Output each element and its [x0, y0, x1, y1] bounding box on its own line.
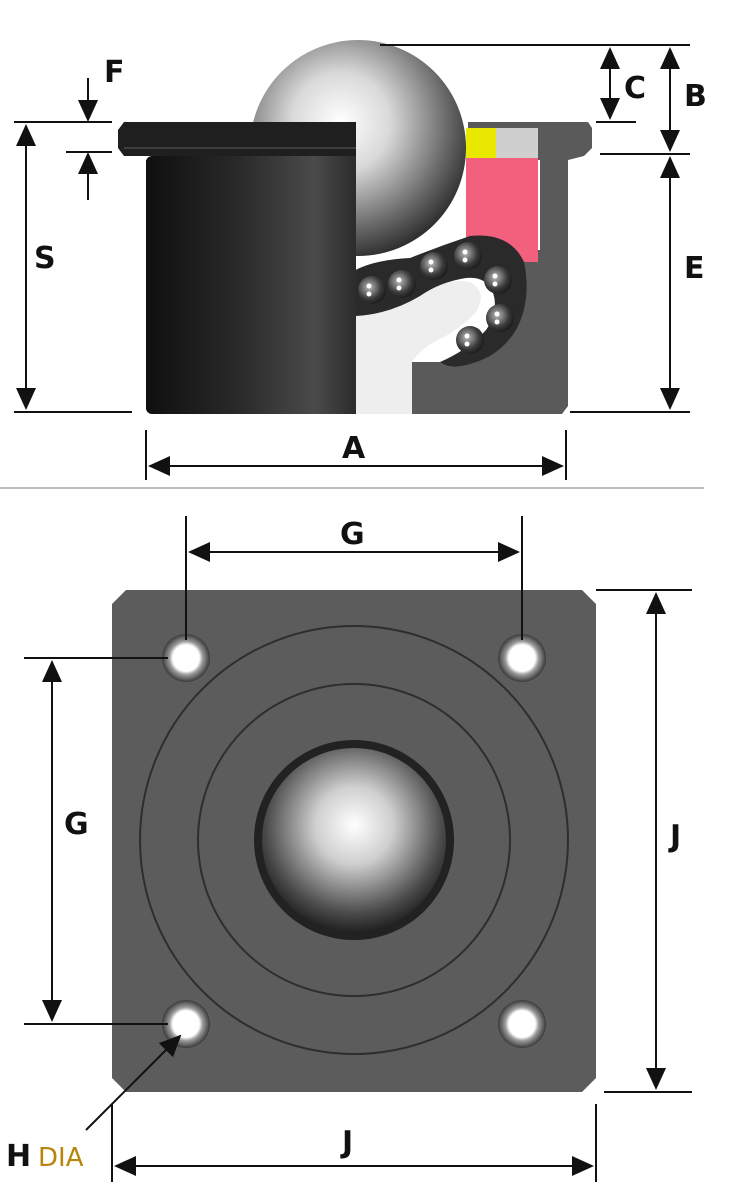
dim-label-c: C [624, 71, 646, 106]
dim-label-b: B [684, 79, 707, 114]
housing-barrel [146, 156, 356, 414]
support-balls [358, 242, 514, 354]
top-view: G G J J H DIA [6, 516, 692, 1182]
mounting-hole-bottom-left [162, 1000, 210, 1048]
housing-flange [118, 122, 356, 156]
ball-race-channel [352, 235, 527, 367]
mounting-hole-bottom-right [498, 1000, 546, 1048]
dim-label-j-horizontal: J [340, 1125, 353, 1160]
dim-label-h: H [6, 1139, 31, 1174]
dim-label-s: S [34, 241, 56, 276]
outer-ring [139, 625, 569, 1055]
top-ball [262, 748, 446, 932]
dim-label-g-vertical: G [64, 807, 89, 842]
dim-label-g-horizontal: G [340, 517, 365, 552]
dim-label-dia: DIA [38, 1143, 84, 1173]
dim-h-leader [85, 1034, 182, 1131]
dim-label-j-vertical: J [668, 819, 681, 854]
dim-label-f: F [104, 55, 125, 90]
housing-cutaway [412, 122, 592, 414]
middle-ring [197, 683, 511, 997]
dim-label-a: A [342, 431, 366, 466]
mounting-hole-top-right [498, 634, 546, 682]
side-view: F S C B E A [14, 40, 707, 480]
seal-yellow [466, 128, 496, 158]
dim-label-e: E [684, 251, 705, 286]
mounting-hole-top-left [162, 634, 210, 682]
seal-grey [496, 128, 538, 158]
retainer-white [356, 281, 481, 414]
